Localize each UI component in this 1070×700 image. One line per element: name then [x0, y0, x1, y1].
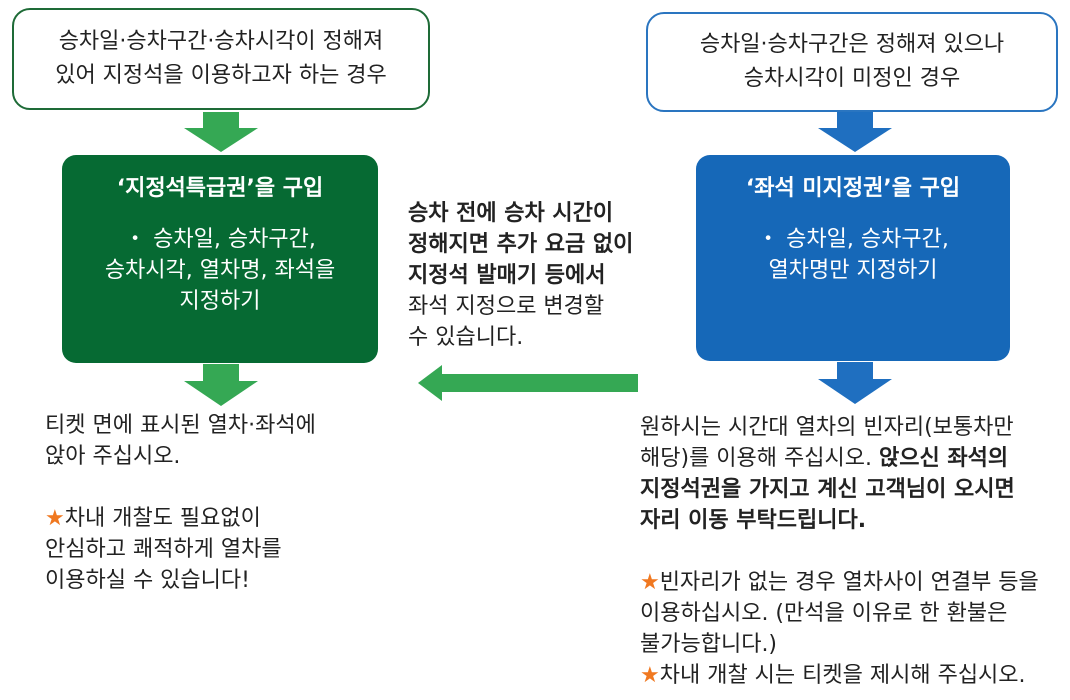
- right-down-arrow-bottom: [818, 362, 892, 404]
- right-result-line: 자리 이동 부탁드립니다.: [640, 508, 867, 533]
- right-condition-line: 승차일·승차구간은 정해져 있으나: [699, 32, 1005, 57]
- left-down-arrow-top: [184, 112, 258, 152]
- right-star-note-2: ★차내 개찰 시는 티켓을 제시해 주십시오.: [640, 663, 1026, 688]
- left-star-note: ★차내 개찰도 필요없이: [45, 506, 261, 531]
- right-condition-line: 승차시각이 미정인 경우: [743, 66, 961, 91]
- left-pointing-arrow: [418, 365, 638, 401]
- right-result-text: 원하시는 시간대 열차의 빈자리(보통차만 해당)를 이용해 주십시오. 앉으신…: [640, 412, 1065, 691]
- left-action-box: ‘지정석특급권’을 구입 ・ 승차일, 승차구간, 승차시각, 열차명, 좌석을…: [62, 155, 378, 363]
- left-action-line: 승차시각, 열차명, 좌석을: [104, 258, 336, 283]
- right-down-arrow-top: [818, 112, 892, 152]
- left-action-line: 지정하기: [179, 289, 261, 314]
- right-star-line: 불가능합니다.): [640, 632, 778, 657]
- left-condition-box: 승차일·승차구간·승차시각이 정해져 있어 지정석을 이용하고자 하는 경우: [12, 8, 430, 110]
- right-result-line: 해당)를 이용해 주십시오. 앉으신 좌석의: [640, 446, 1009, 471]
- middle-note: 승차 전에 승차 시간이 정해지면 추가 요금 없이 지정석 발매기 등에서 좌…: [408, 198, 668, 353]
- right-result-line: 원하시는 시간대 열차의 빈자리(보통차만: [640, 415, 1014, 440]
- left-action-title: ‘지정석특급권’을 구입: [116, 176, 324, 201]
- right-star-line: 이용하십시오. (만석을 이유로 한 환불은: [640, 601, 1008, 626]
- left-result-text: 티켓 면에 표시된 열차·좌석에 앉아 주십시오. ★차내 개찰도 필요없이 안…: [45, 410, 415, 596]
- right-action-title: ‘좌석 미지정권’을 구입: [745, 176, 961, 201]
- right-star-note: ★빈자리가 없는 경우 열차사이 연결부 등을: [640, 570, 1039, 595]
- left-star-line: 안심하고 쾌적하게 열차를: [45, 537, 282, 562]
- right-action-line: ・ 승차일, 승차구간,: [757, 227, 949, 252]
- middle-plain-line: 수 있습니다.: [408, 325, 524, 350]
- right-result-line: 지정석권을 가지고 계신 고객님이 오시면: [640, 477, 1015, 502]
- middle-bold-line: 정해지면 추가 요금 없이: [408, 232, 634, 257]
- star-icon: ★: [640, 570, 660, 595]
- left-action-line: ・ 승차일, 승차구간,: [124, 227, 316, 252]
- middle-bold-line: 승차 전에 승차 시간이: [408, 201, 614, 226]
- middle-bold-line: 지정석 발매기 등에서: [408, 263, 606, 288]
- right-action-line: 열차명만 지정하기: [768, 258, 938, 283]
- left-down-arrow-bottom: [184, 364, 258, 406]
- left-result-line: 티켓 면에 표시된 열차·좌석에: [45, 413, 316, 438]
- left-condition-line: 승차일·승차구간·승차시각이 정해져: [58, 29, 384, 54]
- right-action-box: ‘좌석 미지정권’을 구입 ・ 승차일, 승차구간, 열차명만 지정하기: [696, 155, 1010, 361]
- middle-plain-line: 좌석 지정으로 변경할: [408, 294, 605, 319]
- star-icon: ★: [45, 506, 65, 531]
- left-condition-line: 있어 지정석을 이용하고자 하는 경우: [55, 63, 387, 88]
- star-icon: ★: [640, 663, 660, 688]
- right-condition-box: 승차일·승차구간은 정해져 있으나 승차시각이 미정인 경우: [646, 12, 1058, 112]
- left-result-line: 앉아 주십시오.: [45, 444, 181, 469]
- left-star-line: 이용하실 수 있습니다!: [45, 568, 250, 593]
